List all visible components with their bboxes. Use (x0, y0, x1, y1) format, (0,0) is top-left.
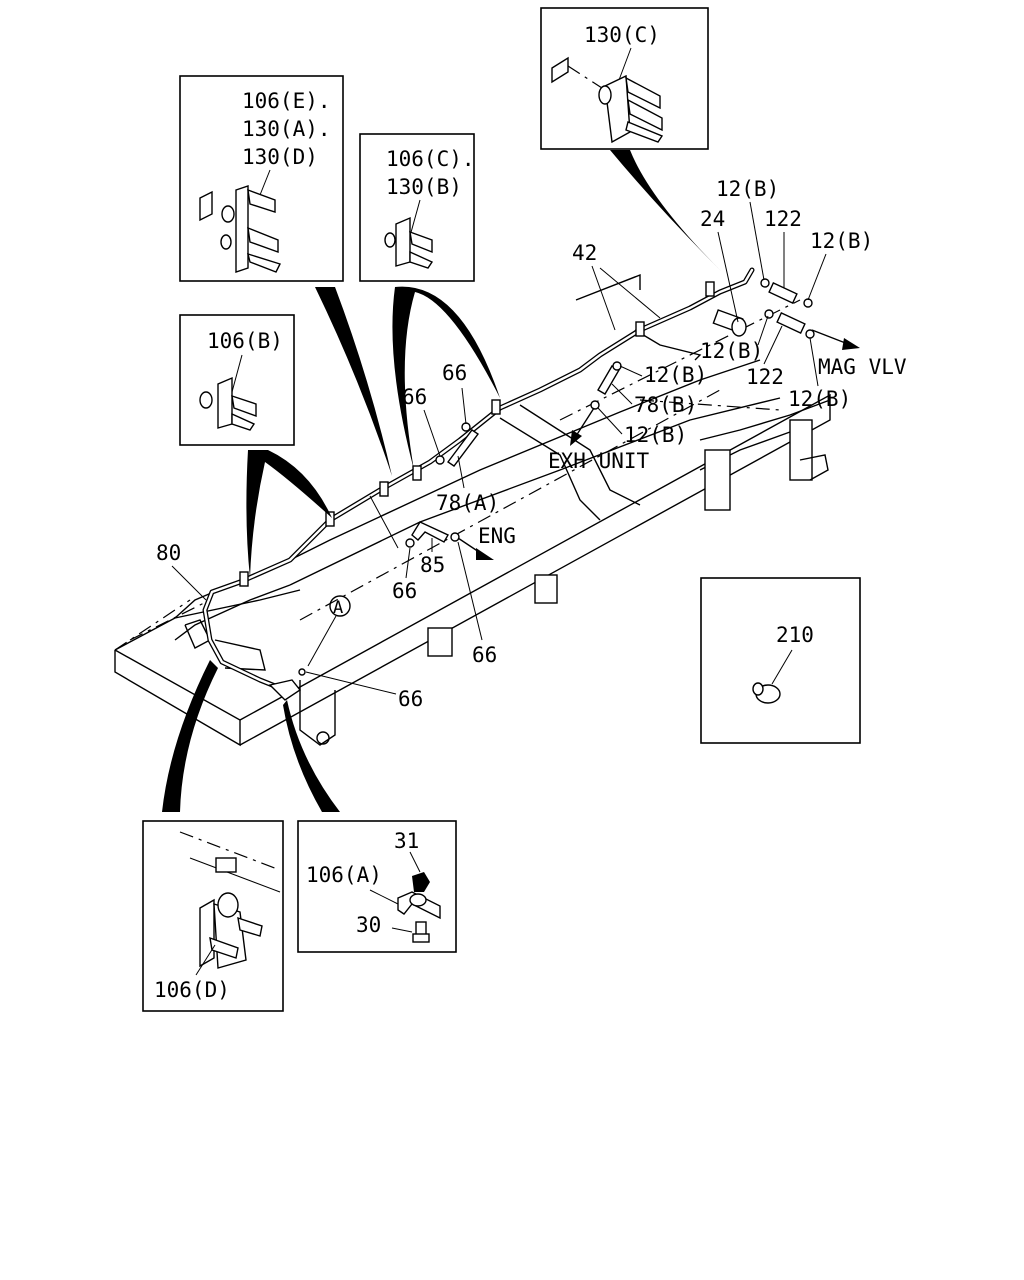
air-pipe (202, 267, 815, 701)
callout-12b-5: 12(B) (644, 363, 707, 387)
eng-label: ENG (478, 524, 516, 548)
callout-210: 210 (776, 623, 814, 647)
grommet-icon (752, 682, 781, 704)
callout-42: 42 (572, 241, 597, 265)
callout-66-3: 66 (392, 579, 417, 603)
bolt-icon (412, 921, 430, 943)
callout-130a: 130(A). (242, 117, 331, 141)
detail-box-210: 210 (700, 577, 861, 744)
detail-box-106b: 106(B) (179, 314, 295, 446)
clamp-icon (199, 185, 281, 273)
chassis-frame (114, 299, 831, 747)
callout-12b-2: 12(B) (810, 229, 873, 253)
arrow-icon (811, 329, 860, 350)
detail-box-106a: 31 106(A) 30 (297, 820, 457, 953)
callout-106c: 106(C). (386, 147, 475, 171)
callout-12b-3: 12(B) (700, 339, 763, 363)
nut-icon (412, 872, 430, 892)
callout-122-2: 122 (746, 365, 784, 389)
callout-78b: 78(B) (634, 393, 697, 417)
callout-122-1: 122 (764, 207, 802, 231)
detail-pointers (162, 150, 722, 812)
clamp-icon (397, 891, 441, 920)
callout-130b: 130(B) (386, 175, 462, 199)
callout-85: 85 (420, 553, 445, 577)
main-callouts: 42 24 12(B) 122 12(B) 12(B) 122 12(B) 12… (156, 177, 907, 711)
callout-66-4: 66 (472, 643, 497, 667)
callout-66-5: 66 (398, 687, 423, 711)
detail-box-106d: 106(D) (142, 820, 284, 1012)
callout-106a: 106(A) (306, 863, 382, 887)
callout-31: 31 (394, 829, 419, 853)
callout-12b-6: 12(B) (624, 423, 687, 447)
arrow-icon (570, 407, 595, 446)
arrow-icon (457, 537, 494, 560)
clamp-icon (199, 892, 263, 969)
reference-marker-a: A (307, 595, 351, 667)
callout-a: A (333, 598, 343, 618)
clip-icon (384, 216, 434, 269)
callout-130d: 130(D) (242, 145, 318, 169)
callout-66-2: 66 (402, 385, 427, 409)
callout-106d: 106(D) (154, 978, 230, 1002)
callout-12b-4: 12(B) (788, 387, 851, 411)
clip-icon (551, 56, 664, 144)
mag-vlv-label: MAG VLV (818, 355, 907, 379)
exh-unit-label: EXH UNIT (548, 449, 650, 473)
callout-30: 30 (356, 913, 381, 937)
callout-130c: 130(C) (584, 23, 660, 47)
callout-80: 80 (156, 541, 181, 565)
callout-106e: 106(E). (242, 89, 331, 113)
callout-24: 24 (700, 207, 725, 231)
clip-icon (199, 376, 257, 431)
detail-box-106c: 106(C). 130(B) (359, 133, 475, 282)
callout-66-1: 66 (442, 361, 467, 385)
callout-12b-1: 12(B) (716, 177, 779, 201)
callout-78a: 78(A) (436, 491, 499, 515)
detail-box-130c: 130(C) (540, 7, 709, 150)
detail-box-106e: 106(E). 130(A). 130(D) (179, 75, 344, 282)
callout-106b: 106(B) (207, 329, 283, 353)
